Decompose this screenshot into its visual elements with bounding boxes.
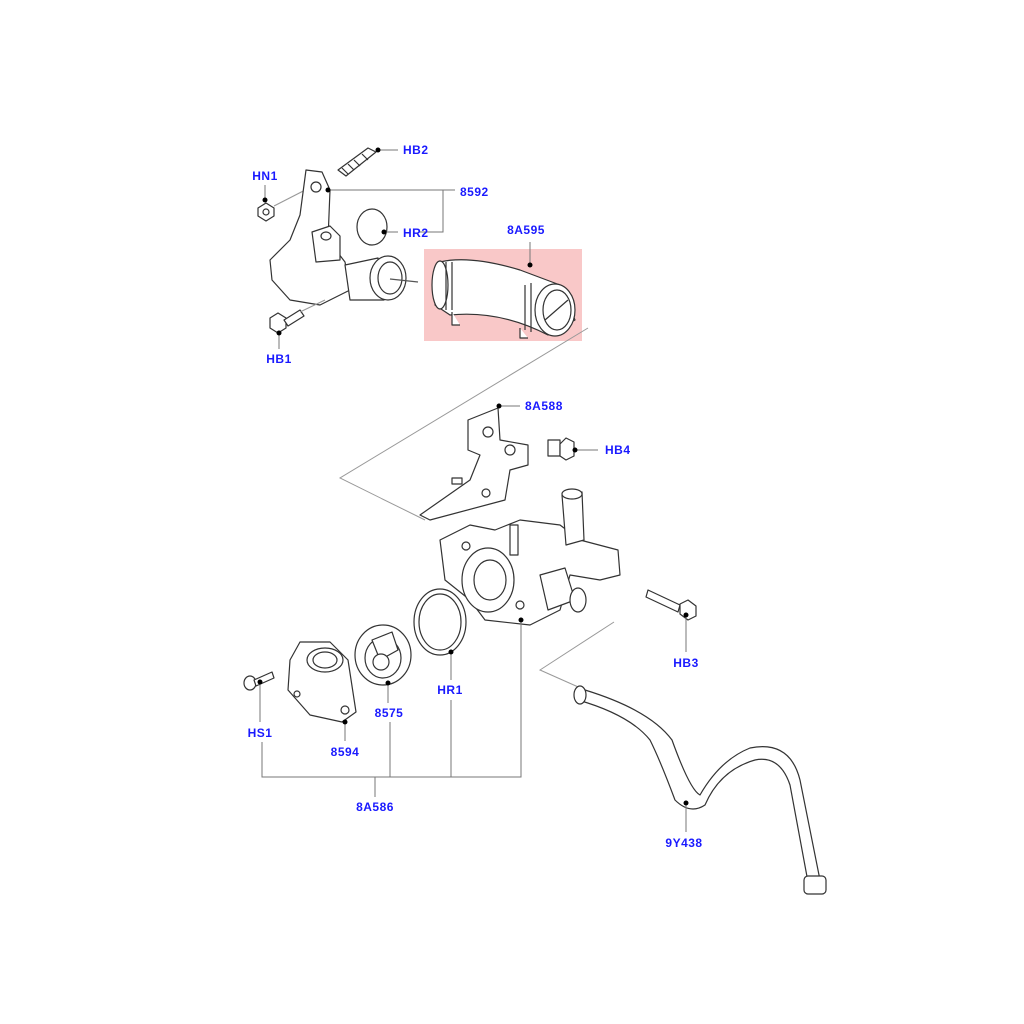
thermostat-8575[interactable] <box>354 624 412 686</box>
o-ring-hr2[interactable] <box>356 208 388 246</box>
outlet-housing-8592[interactable] <box>269 169 419 306</box>
label-8a595[interactable]: 8A595 <box>507 223 545 237</box>
bolt-hb3[interactable] <box>645 589 697 621</box>
thermostat-housing[interactable] <box>439 488 621 626</box>
label-hr2[interactable]: HR2 <box>403 226 429 240</box>
label-hs1[interactable]: HS1 <box>247 726 273 740</box>
label-hb3[interactable]: HB3 <box>673 656 699 670</box>
label-8592[interactable]: 8592 <box>460 185 489 199</box>
label-hb4[interactable]: HB4 <box>605 443 631 457</box>
hose-9y438[interactable] <box>573 685 827 895</box>
leader-dots <box>257 147 689 806</box>
label-8575[interactable]: 8575 <box>374 706 404 720</box>
label-hr1[interactable]: HR1 <box>437 683 463 697</box>
bracket-8a588[interactable] <box>419 407 529 521</box>
bolt-hb4[interactable] <box>547 437 575 461</box>
label-9y438[interactable]: 9Y438 <box>665 836 703 850</box>
label-hn1[interactable]: HN1 <box>252 169 278 183</box>
label-hb2[interactable]: HB2 <box>403 143 429 157</box>
bolt-hb1[interactable] <box>269 299 326 334</box>
label-8a586[interactable]: 8A586 <box>356 800 394 814</box>
label-8594[interactable]: 8594 <box>330 745 360 759</box>
gasket-hr1[interactable] <box>413 588 467 656</box>
group-outline-lines <box>338 327 615 691</box>
label-hb1[interactable]: HB1 <box>266 352 292 366</box>
label-8a588[interactable]: 8A588 <box>525 399 563 413</box>
hose-8a595[interactable] <box>431 259 576 339</box>
stud-hb2[interactable] <box>337 147 377 177</box>
inlet-cover-8594[interactable] <box>287 641 357 723</box>
